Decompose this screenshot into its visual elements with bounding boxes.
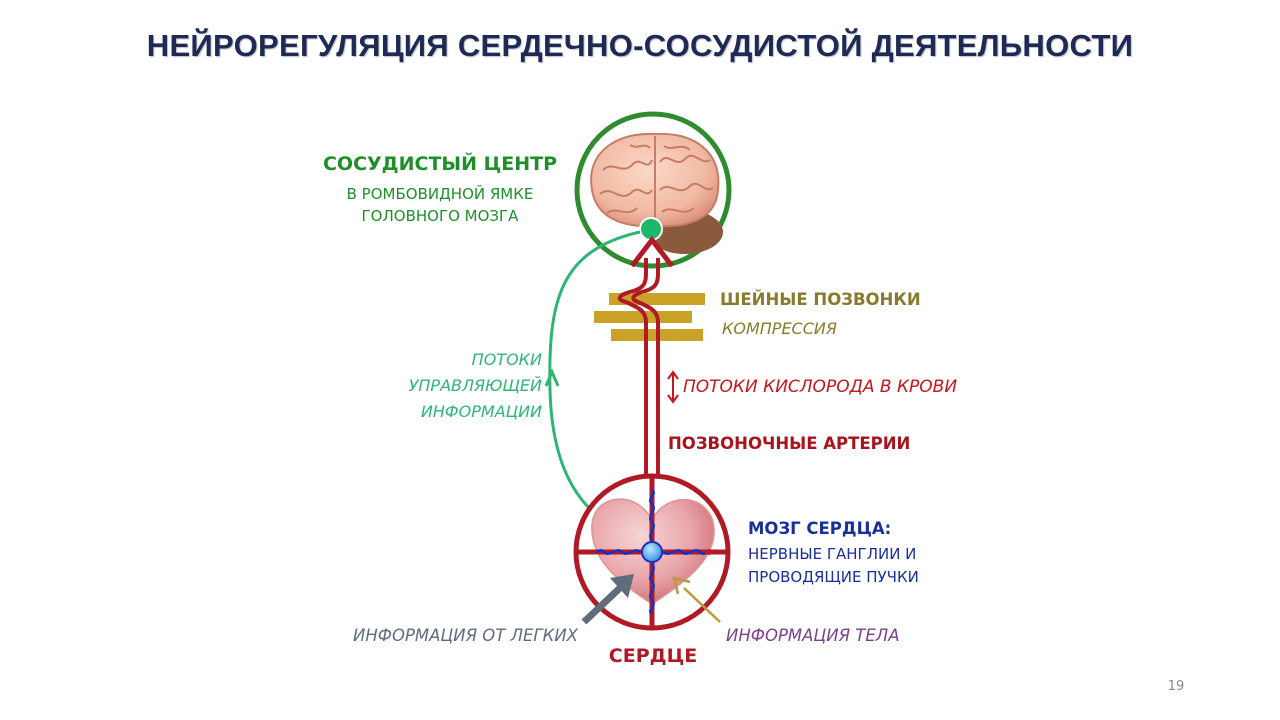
control-flow-line2: УПРАВЛЯЮЩЕЙ xyxy=(408,376,542,395)
vascular-center-line2: ГОЛОВНОГО МОЗГА xyxy=(361,207,519,225)
lungs-info-label: ИНФОРМАЦИЯ ОТ ЛЕГКИХ xyxy=(353,626,578,645)
page-number: 19 xyxy=(1167,679,1185,694)
heart-brain-line1: НЕРВНЫЕ ГАНГЛИИ И xyxy=(748,545,917,563)
nerve-network-icon xyxy=(595,488,709,616)
control-flow-label: ПОТОКИ УПРАВЛЯЮЩЕЙ ИНФОРМАЦИИ xyxy=(370,347,542,425)
vertebral-arteries-label: ПОЗВОНОЧНЫЕ АРТЕРИИ xyxy=(668,434,911,453)
vertebrae-icon xyxy=(594,290,705,341)
heart-brain-node-icon xyxy=(641,541,663,563)
heart-brain-subtitle: НЕРВНЫЕ ГАНГЛИИ И ПРОВОДЯЩИЕ ПУЧКИ xyxy=(748,543,919,589)
vascular-center-line1: В РОМБОВИДНОЙ ЯМКЕ xyxy=(346,185,534,203)
slide-title: НЕЙРОРЕГУЛЯЦИЯ СЕРДЕЧНО-СОСУДИСТОЙ ДЕЯТЕ… xyxy=(146,28,1134,63)
control-flow-mid-arrow-icon xyxy=(544,368,560,387)
oxygen-flow-label: ПОТОКИ КИСЛОРОДА В КРОВИ xyxy=(683,377,958,397)
vertebral-artery-line xyxy=(617,235,674,480)
lungs-arrow-icon xyxy=(581,574,634,625)
vascular-center-title: СОСУДИСТЫЙ ЦЕНТР xyxy=(322,153,557,175)
body-arrow-icon xyxy=(672,576,721,623)
control-flow-line3: ИНФОРМАЦИИ xyxy=(420,402,542,421)
heart-brain-line2: ПРОВОДЯЩИЕ ПУЧКИ xyxy=(748,568,919,586)
vascular-center-subtitle: В РОМБОВИДНОЙ ЯМКЕ ГОЛОВНОГО МОЗГА xyxy=(300,183,580,227)
cervical-vertebrae-title: ШЕЙНЫЕ ПОЗВОНКИ xyxy=(720,290,921,309)
double-arrow-icon xyxy=(667,370,679,404)
brain-icon xyxy=(574,111,732,269)
control-flow-line1: ПОТОКИ xyxy=(471,350,542,369)
vascular-center-node-icon xyxy=(639,217,663,241)
heart-brain-title: МОЗГ СЕРДЦА: xyxy=(748,519,892,538)
body-info-label: ИНФОРМАЦИЯ ТЕЛА xyxy=(726,626,900,645)
nerve-end-dot-icon xyxy=(706,549,712,555)
cervical-compression-label: КОМПРЕССИЯ xyxy=(722,319,837,338)
heart-label: СЕРДЦЕ xyxy=(608,645,698,667)
